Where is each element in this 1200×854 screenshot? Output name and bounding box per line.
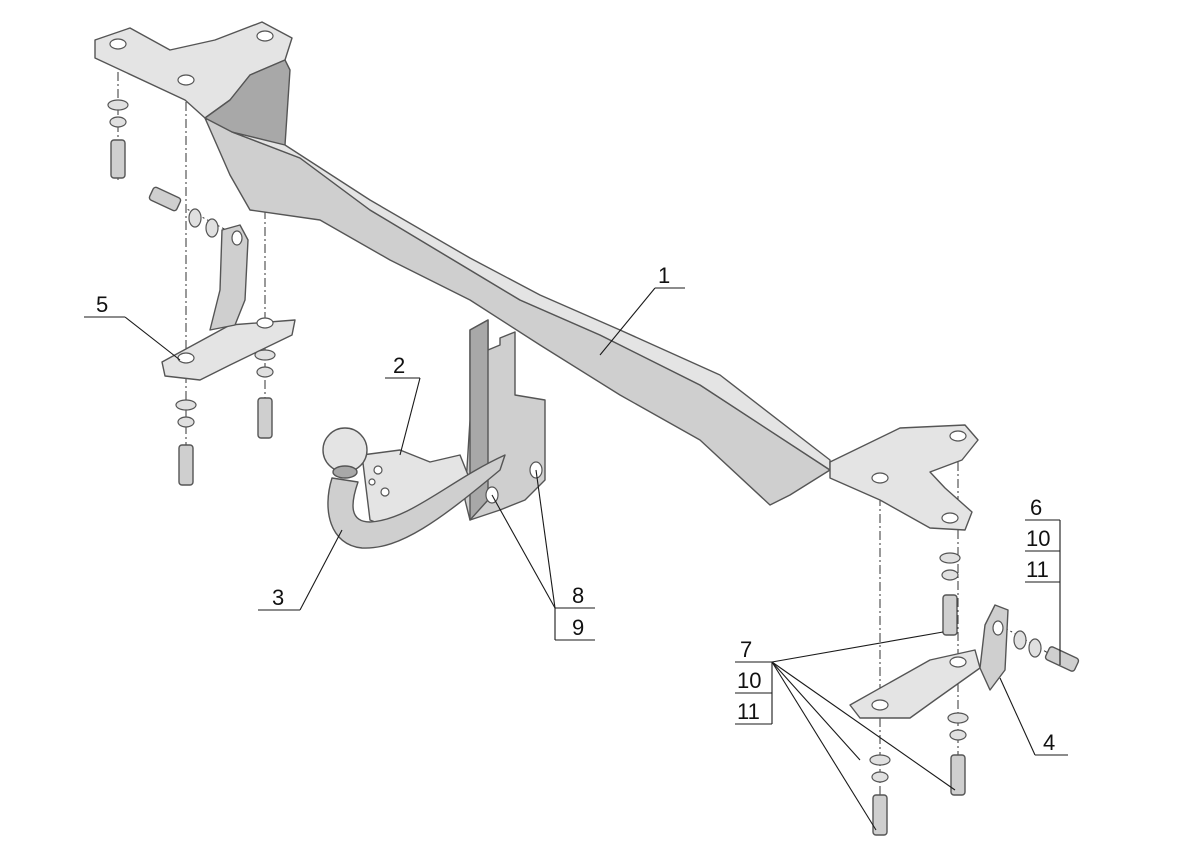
callout-4: 4 [1043, 730, 1055, 755]
callout-8: 8 [572, 583, 584, 608]
callout-1: 1 [658, 263, 670, 288]
callout-2: 2 [393, 353, 405, 378]
left-bracket-part-5 [161, 224, 296, 381]
callout-10-lower: 10 [737, 668, 761, 693]
fasteners [107, 99, 1080, 836]
ball-neck-part-3 [322, 427, 506, 549]
callout-3: 3 [272, 585, 284, 610]
callout-9: 9 [572, 615, 584, 640]
callout-7: 7 [740, 637, 752, 662]
callout-10-right: 10 [1026, 526, 1050, 551]
hitch-bracket-part-2 [361, 319, 546, 531]
callout-11-right: 11 [1026, 557, 1049, 582]
right-bracket-part-4 [849, 604, 1009, 719]
leader-lines [84, 287, 1068, 831]
callout-5: 5 [96, 292, 108, 317]
crossbar-part-1 [94, 21, 979, 531]
callout-labels: 1 2 3 4 5 6 10 11 7 10 11 8 9 [96, 263, 1055, 755]
callout-11-lower: 11 [737, 699, 760, 724]
callout-6: 6 [1030, 495, 1042, 520]
